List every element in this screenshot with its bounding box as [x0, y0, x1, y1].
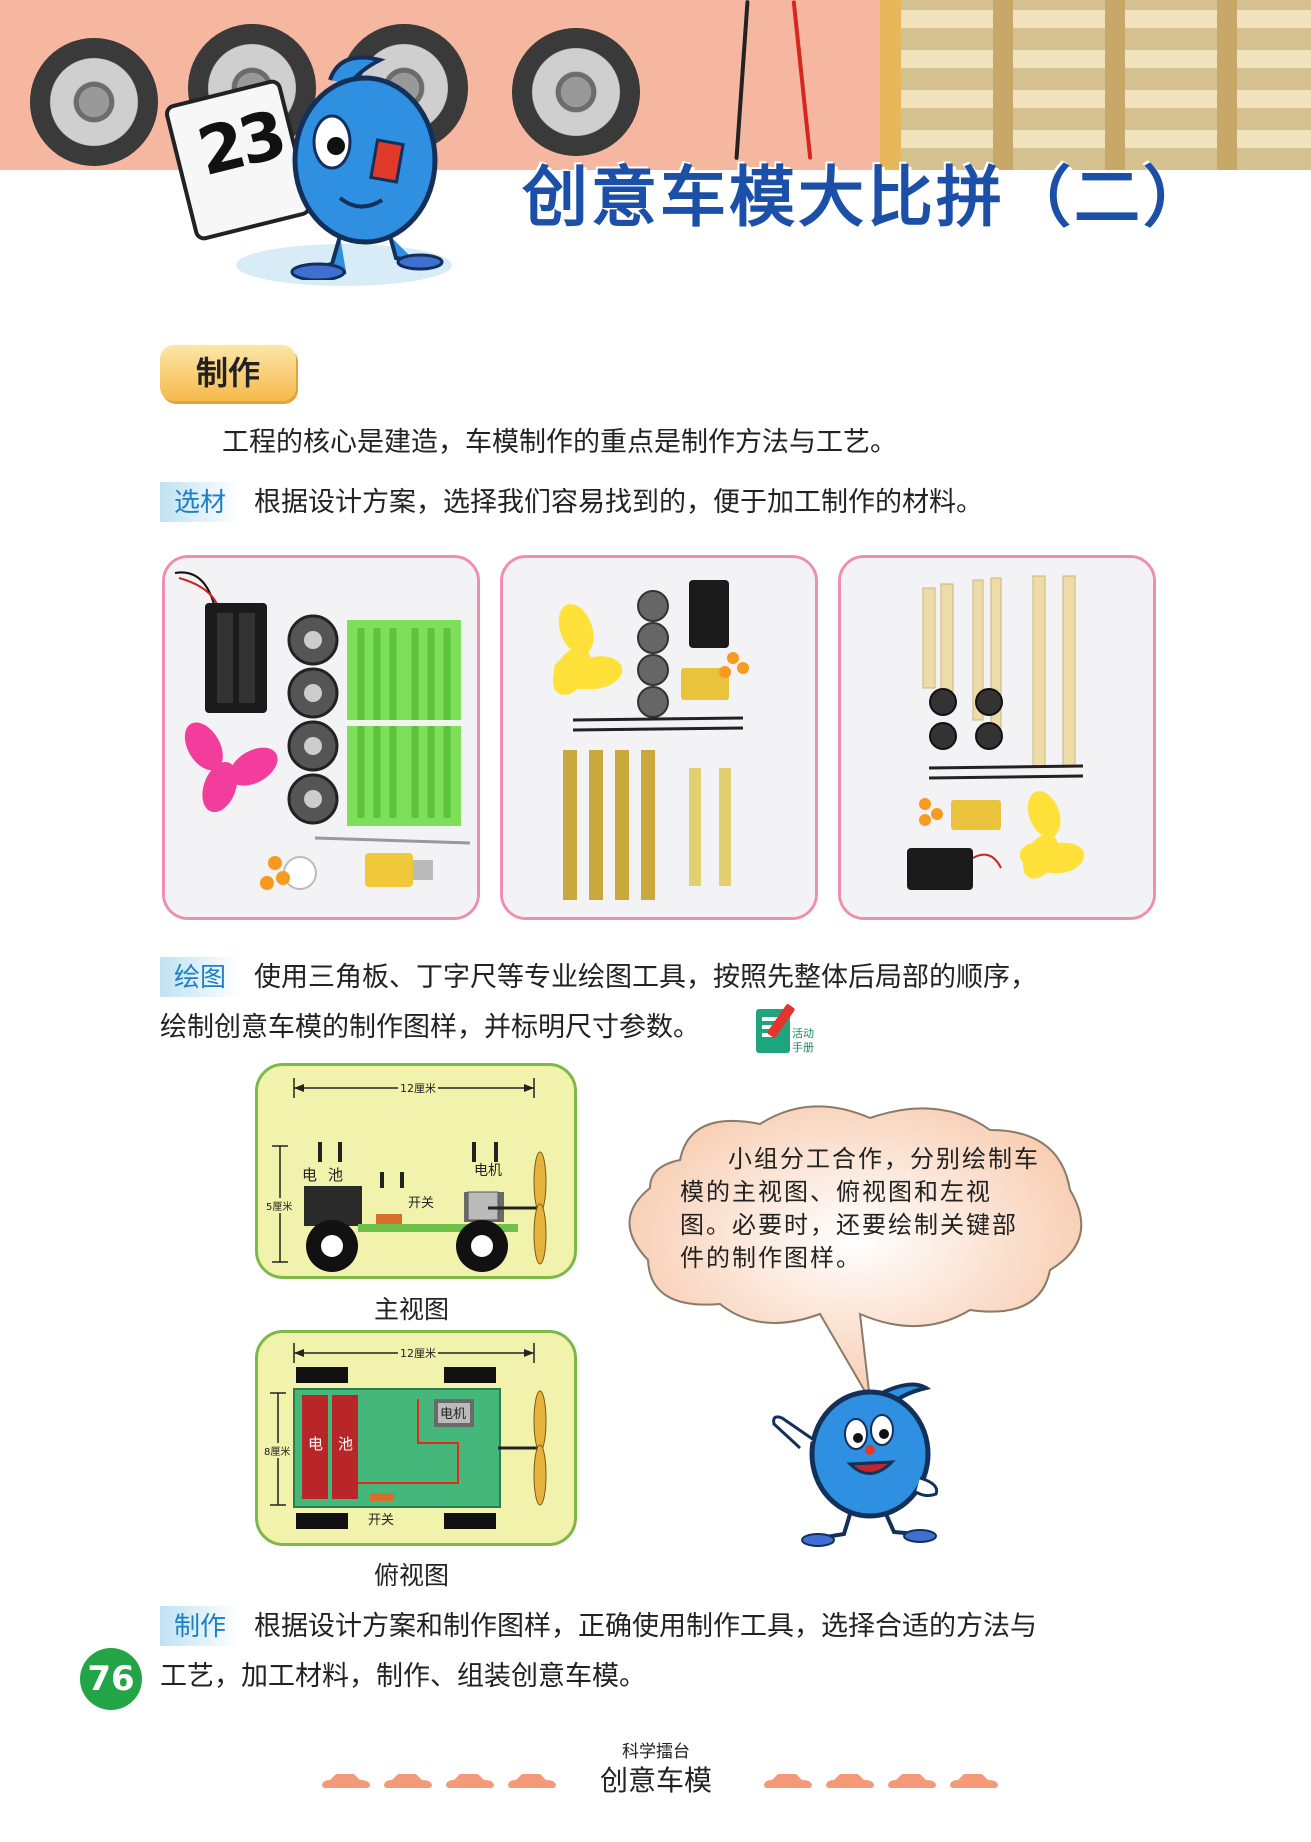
drawing-text-line2: 绘制创意车模的制作图样，并标明尺寸参数。	[160, 1012, 700, 1043]
top-view-diagram	[270, 1343, 547, 1529]
top-height-label: 8厘米	[264, 1443, 291, 1458]
header-banner	[0, 0, 1311, 170]
drawing-paragraph-line2: 绘制创意车模的制作图样，并标明尺寸参数。	[160, 1003, 700, 1053]
material-photo-3-illustration	[841, 558, 1153, 917]
car-icon	[446, 1774, 494, 1788]
make-label: 制作	[160, 1606, 241, 1646]
drawing-label: 绘图	[160, 957, 241, 997]
front-battery-label-2: 池	[328, 1166, 344, 1184]
material-photo-2-illustration	[503, 558, 815, 917]
activity-handbook-icon[interactable]: 活动 手册	[752, 1003, 824, 1059]
page-title: 创意车模大比拼（二）	[522, 159, 1212, 236]
car-icon	[826, 1774, 874, 1788]
front-motor-label: 电机	[474, 1163, 502, 1179]
top-view-drawing: 12厘米 8厘米 电 池 电机 开关	[255, 1330, 577, 1546]
intro-sentence: 工程的核心是建造，车模制作的重点是制作方法与工艺。	[222, 427, 897, 458]
make-text-line2: 工艺，加工材料，制作、组装创意车模。	[160, 1661, 646, 1692]
material-text: 根据设计方案，选择我们容易找到的，便于加工制作的材料。	[254, 487, 984, 518]
front-battery-label-1: 电	[302, 1166, 318, 1184]
material-photo-2	[500, 555, 818, 920]
speech-bubble	[628, 1105, 1083, 1400]
car-icon	[508, 1774, 556, 1788]
mascot-pointing-illustration	[772, 1382, 939, 1547]
handbook-label-2: 手册	[792, 1041, 814, 1054]
black-wire	[734, 0, 750, 160]
drawing-paragraph-line1: 绘图使用三角板、丁字尺等专业绘图工具，按照先整体后局部的顺序，	[160, 953, 1037, 1003]
drawing-text-line1: 使用三角板、丁字尺等专业绘图工具，按照先整体后局部的顺序，	[254, 962, 1038, 993]
material-photo-3	[838, 555, 1156, 920]
footer-unit-title: 创意车模	[599, 1764, 712, 1797]
material-photo-1	[162, 555, 480, 920]
top-battery-label-1: 电	[308, 1435, 324, 1453]
section-tag: 制作	[160, 345, 296, 401]
material-paragraph: 选材根据设计方案，选择我们容易找到的，便于加工制作的材料。	[160, 478, 983, 528]
front-height-label: 5厘米	[266, 1198, 293, 1213]
material-photo-1-illustration	[165, 558, 477, 917]
make-paragraph-line1: 制作根据设计方案和制作图样，正确使用制作工具，选择合适的方法与	[160, 1602, 1037, 1652]
top-switch-label: 开关	[368, 1513, 395, 1528]
intro-text: 工程的核心是建造，车模制作的重点是制作方法与工艺。	[222, 418, 897, 468]
speech-bubble-text: 小组分工合作，分别绘制车模的主视图、俯视图和左视图。必要时，还要绘制关键部件的制…	[680, 1145, 1040, 1272]
mascot-header-illustration	[290, 55, 444, 280]
front-view-drawing: 12厘米 5厘米 电 池 电机 开关	[255, 1063, 577, 1279]
front-view-caption: 主视图	[374, 1295, 450, 1324]
top-battery-label-2: 池	[338, 1435, 354, 1453]
page-number: 76	[80, 1648, 142, 1710]
front-width-label: 12厘米	[398, 1080, 438, 1096]
notebook-pencil-icon	[756, 1004, 795, 1053]
car-icon	[888, 1774, 936, 1788]
front-switch-label: 开关	[408, 1196, 435, 1211]
top-width-label: 12厘米	[398, 1345, 438, 1361]
car-icon	[384, 1774, 432, 1788]
grid-board-image	[901, 0, 1311, 170]
top-motor-label: 电机	[440, 1407, 467, 1422]
top-view-caption: 俯视图	[374, 1561, 450, 1590]
make-text-line1: 根据设计方案和制作图样，正确使用制作工具，选择合适的方法与	[254, 1611, 1038, 1642]
make-paragraph-line2: 工艺，加工材料，制作、组装创意车模。	[160, 1652, 646, 1702]
car-icon	[950, 1774, 998, 1788]
handbook-label-1: 活动	[792, 1027, 814, 1040]
car-icon	[764, 1774, 812, 1788]
material-label: 选材	[160, 482, 241, 522]
wheel-image	[30, 38, 158, 166]
wheel-image	[512, 28, 640, 156]
red-wire	[791, 0, 813, 160]
car-icon	[322, 1774, 370, 1788]
footer-series: 科学擂台	[622, 1742, 690, 1762]
